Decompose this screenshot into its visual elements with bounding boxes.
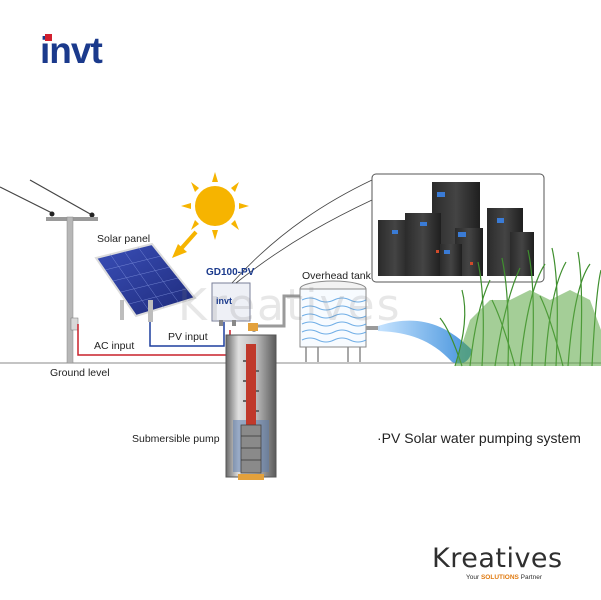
grass-fill xyxy=(455,290,601,366)
label-overhead-tank: Overhead tank xyxy=(302,270,371,282)
utility-pole xyxy=(0,179,98,364)
water-stream xyxy=(378,320,472,364)
kreatives-brand: Kreatives Your SOLUTIONS Partner xyxy=(432,545,563,581)
outlet-pipe xyxy=(366,326,380,330)
tagline-prefix: Your xyxy=(466,574,481,581)
label-solar-panel: Solar panel xyxy=(97,233,151,245)
watermark: Kreatives xyxy=(178,280,402,331)
controller-brand: invt xyxy=(216,296,233,306)
callout-lines xyxy=(231,179,373,284)
tagline-suffix: Partner xyxy=(518,574,542,581)
solar-panel xyxy=(94,242,197,322)
sun-icon xyxy=(172,172,249,258)
system-title: ·PV Solar water pumping system xyxy=(377,430,581,446)
label-ac-input: AC input xyxy=(94,340,135,352)
submersible-pump xyxy=(238,344,264,480)
logo-dot-icon xyxy=(45,34,52,41)
label-submersible-pump: Submersible pump xyxy=(132,433,220,445)
label-ground-level: Ground level xyxy=(50,367,110,379)
pv-input-wire xyxy=(149,316,225,347)
inverter-drives-callout xyxy=(371,173,545,283)
tagline-highlight: SOLUTIONS xyxy=(480,574,519,581)
sun-arrow-icon xyxy=(172,230,198,258)
brand-name: Kreatives xyxy=(432,543,563,574)
label-controller: GD100-PV xyxy=(206,267,255,278)
overhead-tank xyxy=(299,280,367,362)
gd100-pv-controller xyxy=(211,282,251,326)
label-pv-input: PV input xyxy=(168,331,208,343)
brand-tagline: Your SOLUTIONS Partner xyxy=(466,574,563,581)
